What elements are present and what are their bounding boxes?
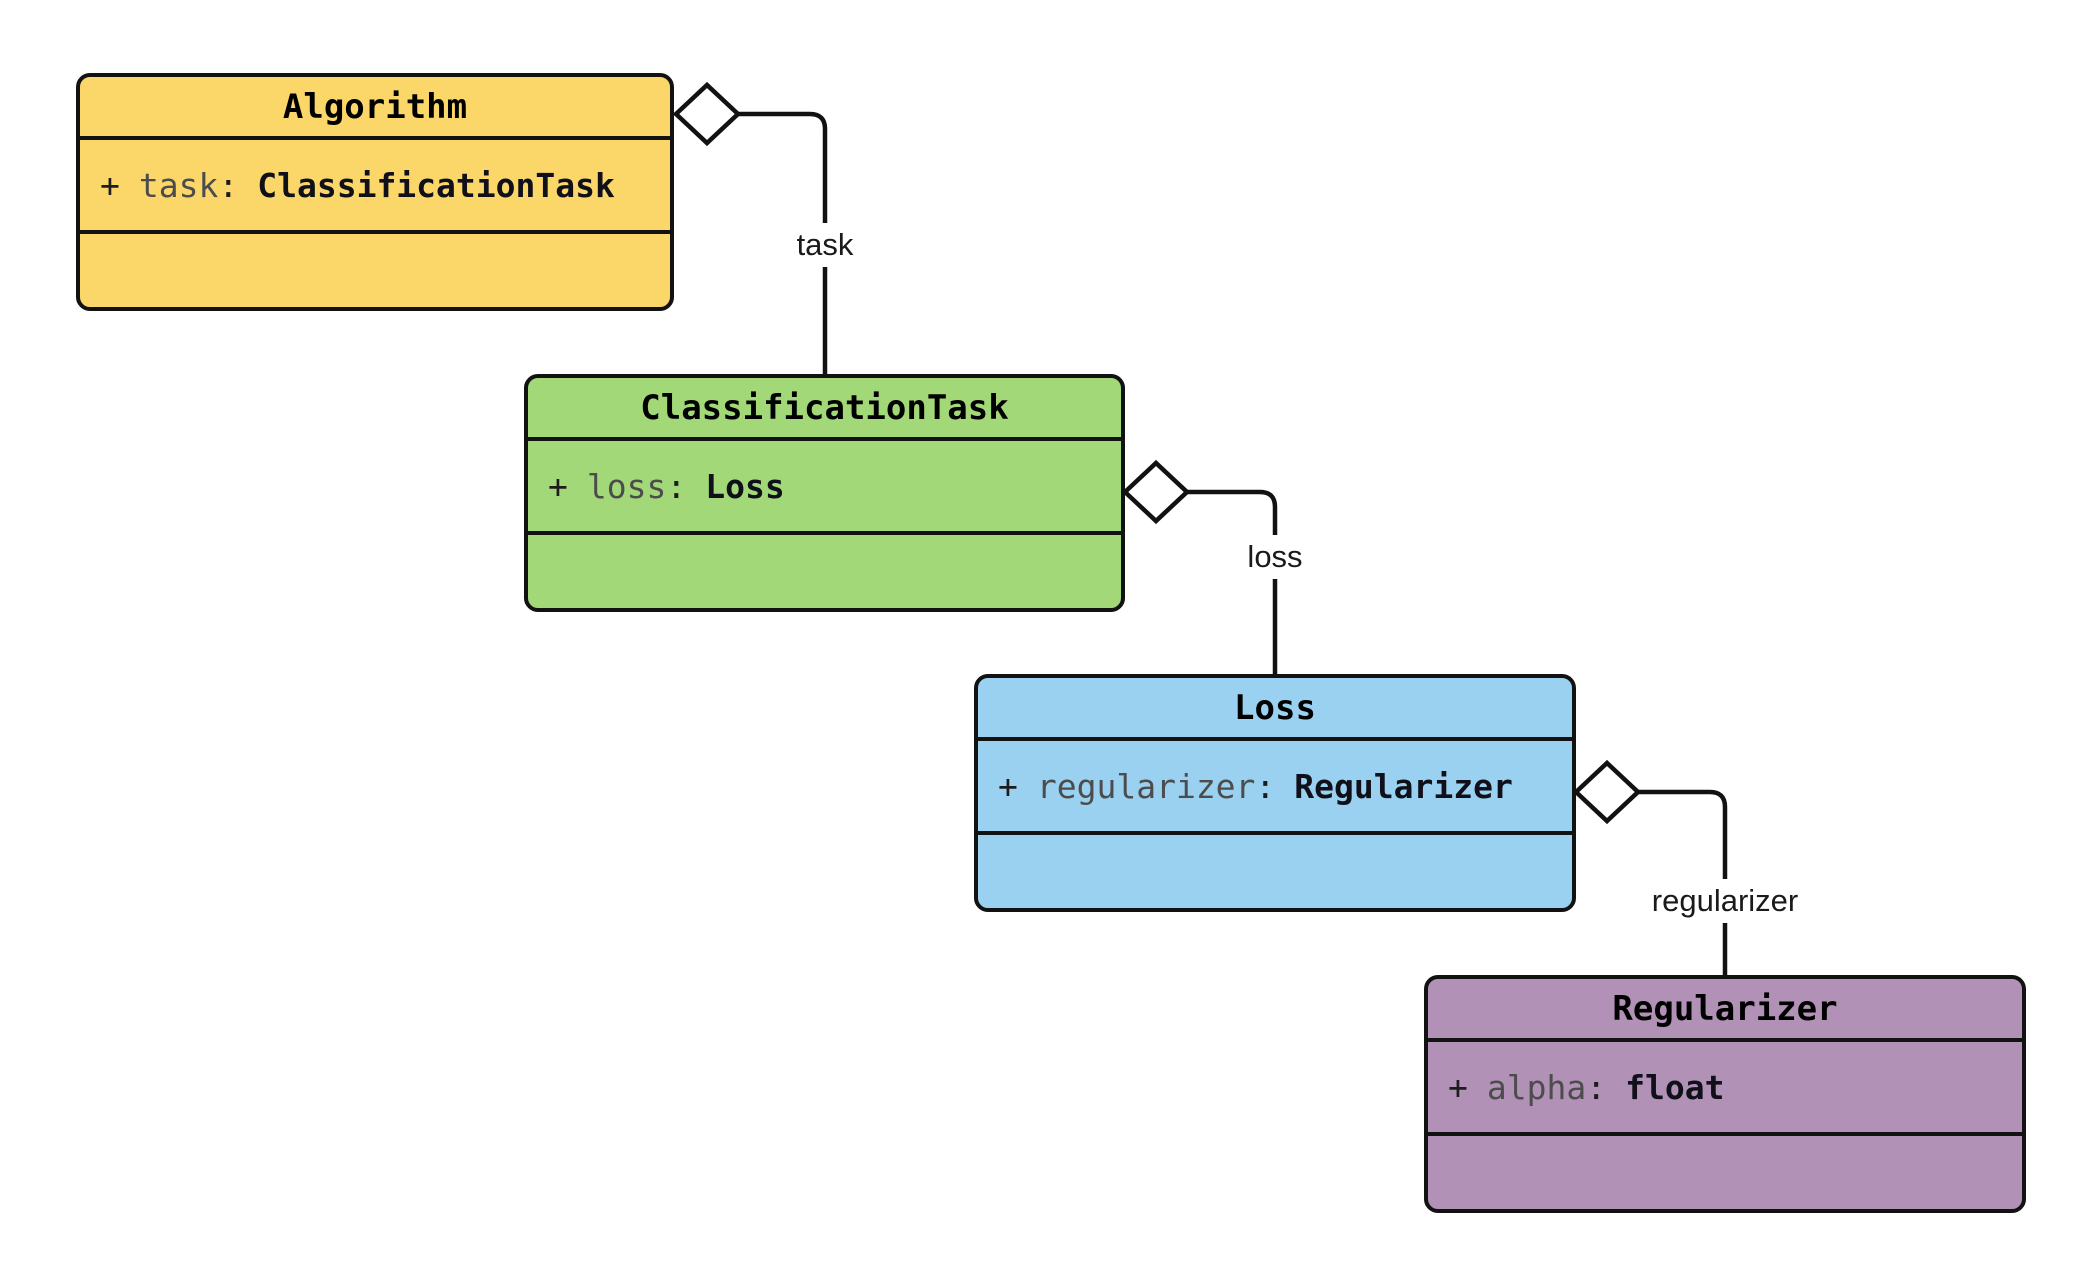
class-node-regularizer: Regularizer + alpha: float	[1424, 975, 2026, 1213]
class-attributes-section: + task: ClassificationTask	[80, 140, 670, 234]
attribute-name: task	[138, 165, 219, 205]
class-node-classificationtask: ClassificationTask + loss: Loss	[524, 374, 1125, 612]
attribute-row: + task: ClassificationTask	[100, 166, 615, 205]
class-node-algorithm: Algorithm + task: ClassificationTask	[76, 73, 674, 311]
attribute-row: + regularizer: Regularizer	[998, 767, 1513, 806]
attribute-row: + alpha: float	[1448, 1068, 1724, 1107]
attribute-colon: :	[666, 466, 687, 506]
attribute-visibility: +	[1448, 1067, 1468, 1107]
relation-label-regularizer: regularizer	[1641, 879, 1809, 923]
class-attributes-section: + alpha: float	[1428, 1042, 2022, 1136]
class-title: Algorithm	[80, 77, 670, 140]
attribute-visibility: +	[998, 766, 1018, 806]
aggregation-diamond-icon	[1121, 459, 1191, 525]
class-methods-section-empty	[978, 835, 1572, 908]
class-methods-section-empty	[1428, 1136, 2022, 1209]
aggregation-diamond-icon	[672, 81, 742, 147]
attribute-row: + loss: Loss	[548, 467, 785, 506]
relation-label-loss: loss	[1237, 535, 1313, 579]
attribute-type: Loss	[705, 466, 785, 506]
relation-label-task: task	[786, 223, 864, 267]
class-title: ClassificationTask	[528, 378, 1121, 441]
attribute-name: regularizer	[1036, 766, 1256, 806]
class-methods-section-empty	[80, 234, 670, 307]
class-methods-section-empty	[528, 535, 1121, 608]
attribute-colon: :	[1586, 1067, 1607, 1107]
class-title: Regularizer	[1428, 979, 2022, 1042]
class-node-loss: Loss + regularizer: Regularizer	[974, 674, 1576, 912]
class-attributes-section: + regularizer: Regularizer	[978, 741, 1572, 835]
attribute-colon: :	[218, 165, 239, 205]
attribute-name: loss	[586, 466, 667, 506]
attribute-visibility: +	[548, 466, 568, 506]
relation-line-loss	[1187, 489, 1278, 674]
class-title: Loss	[978, 678, 1572, 741]
attribute-type: ClassificationTask	[257, 165, 615, 205]
class-attributes-section: + loss: Loss	[528, 441, 1121, 535]
attribute-type: Regularizer	[1294, 766, 1513, 806]
attribute-type: float	[1625, 1067, 1725, 1107]
attribute-visibility: +	[100, 165, 120, 205]
aggregation-diamond-icon	[1572, 759, 1642, 825]
attribute-name: alpha	[1486, 1067, 1587, 1107]
attribute-colon: :	[1255, 766, 1276, 806]
